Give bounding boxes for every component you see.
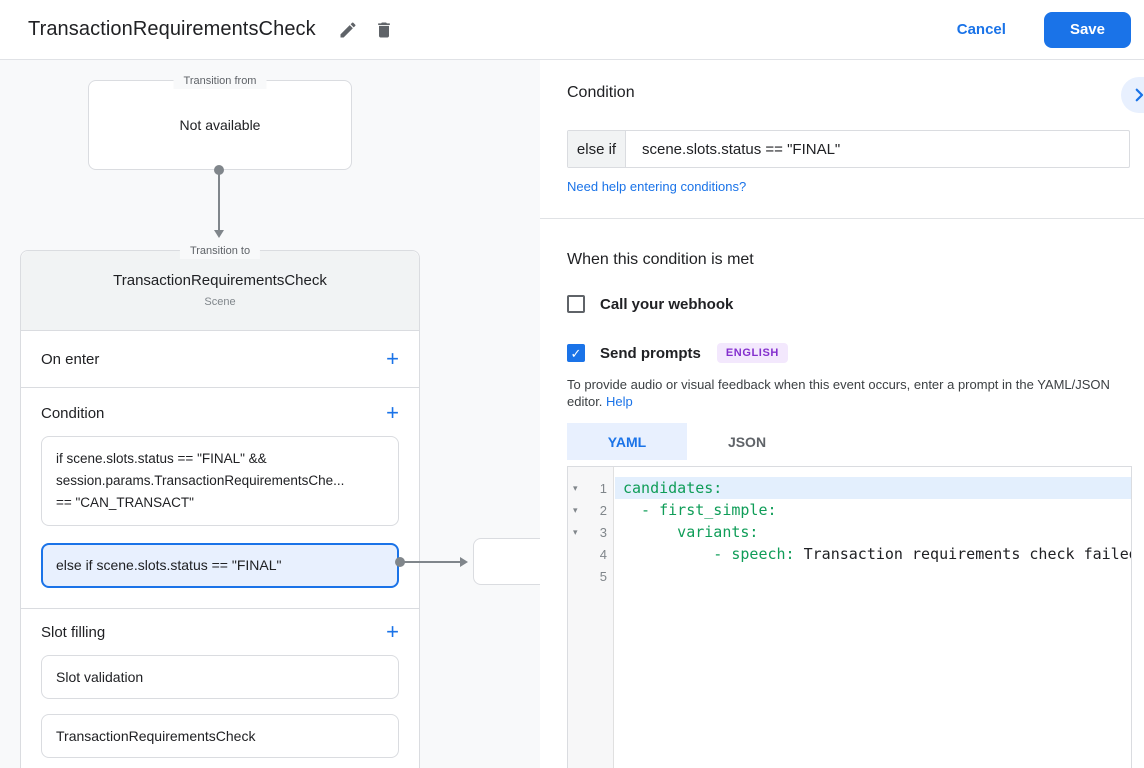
slot-filling-section: Slot filling + Slot validation Transacti…: [21, 609, 419, 758]
slot-filling-title: Slot filling: [41, 623, 106, 641]
condition-section: Condition + if scene.slots.status == "FI…: [21, 388, 419, 609]
gutter-cell: ▾ 3: [568, 525, 615, 540]
connector-arrowhead-right: [460, 557, 468, 567]
editor-line[interactable]: ▾ 3 variants:: [568, 521, 1131, 543]
panel-divider: [540, 218, 1144, 219]
yaml-value: Transaction requirements check failed: [794, 545, 1132, 563]
transition-target-node[interactable]: [473, 538, 540, 585]
line-number: 1: [599, 480, 607, 496]
gutter-cell: ▾ 5: [568, 569, 615, 584]
chevron-right-icon: [1135, 88, 1144, 102]
prompts-option-row: ✓ Send prompts ENGLISH: [567, 343, 788, 363]
connector-dot: [214, 165, 224, 175]
checkmark-icon: ✓: [570, 345, 582, 361]
line-number: 3: [599, 524, 607, 540]
tab-yaml[interactable]: YAML: [567, 423, 687, 460]
fold-toggle-icon[interactable]: ▾: [573, 526, 578, 537]
yaml-key: - first_simple:: [623, 501, 777, 519]
gutter-cell: ▾ 4: [568, 547, 615, 562]
flow-diagram-panel: Transition from Not available Transition…: [0, 60, 540, 768]
panel-title: Condition: [567, 84, 635, 101]
call-webhook-checkbox[interactable]: [567, 295, 585, 313]
top-bar: TransactionRequirementsCheck Cancel Save: [0, 0, 1144, 60]
condition-expression-input[interactable]: [626, 131, 1129, 167]
on-enter-title: On enter: [41, 350, 100, 368]
slot-item[interactable]: TransactionRequirementsCheck: [41, 714, 399, 758]
transition-from-legend: Transition from: [173, 73, 267, 89]
scene-card-header[interactable]: TransactionRequirementsCheck Scene: [21, 251, 419, 331]
connector-line-horizontal: [404, 561, 460, 563]
save-button[interactable]: Save: [1043, 11, 1131, 48]
send-prompts-label: Send prompts: [600, 344, 701, 362]
line-number: 4: [599, 546, 607, 562]
line-number: 2: [599, 502, 607, 518]
editor-line[interactable]: ▾ 2 - first_simple:: [568, 499, 1131, 521]
prompt-description: To provide audio or visual feedback when…: [567, 376, 1133, 410]
gutter-cell: ▾ 1: [568, 481, 615, 496]
delete-scene-button[interactable]: [366, 12, 402, 48]
code-line: variants:: [615, 521, 1131, 543]
editor-format-tabs: YAML JSON: [567, 423, 807, 460]
condition-section-header: Condition +: [21, 402, 419, 424]
code-line: candidates:: [615, 477, 1131, 499]
yaml-code-editor[interactable]: ▾ 1 candidates: ▾ 2 - first_simple: ▾: [567, 466, 1132, 768]
cancel-button[interactable]: Cancel: [945, 13, 1018, 46]
connector-dot: [395, 557, 405, 567]
add-on-enter-button[interactable]: +: [382, 348, 403, 370]
condition-detail-panel: Condition else if Need help entering con…: [540, 60, 1144, 768]
on-enter-section: On enter +: [21, 331, 419, 388]
language-badge: ENGLISH: [716, 343, 788, 363]
code-line: - speech: Transaction requirements check…: [615, 543, 1132, 565]
fold-toggle-icon[interactable]: ▾: [573, 482, 578, 493]
pencil-icon: [340, 21, 356, 37]
transition-to-legend: Transition to: [179, 243, 261, 259]
webhook-option-row: Call your webhook: [567, 295, 733, 313]
condition-item-line: if scene.slots.status == "FINAL" &&: [56, 451, 267, 466]
trash-icon: [377, 22, 390, 37]
scene-card: Transition to TransactionRequirementsChe…: [20, 243, 420, 768]
editor-gutter: [568, 467, 614, 768]
transition-from-value: Not available: [179, 117, 261, 133]
conditions-help-link[interactable]: Need help entering conditions?: [567, 179, 747, 194]
collapse-panel-button[interactable]: [1121, 77, 1144, 113]
prompt-help-link[interactable]: Help: [606, 394, 633, 409]
condition-item-line: session.params.TransactionRequirementsCh…: [56, 473, 345, 488]
add-condition-button[interactable]: +: [382, 402, 403, 424]
connector-line-vertical: [218, 172, 220, 230]
scene-type-label: Scene: [204, 296, 236, 308]
condition-item-selected[interactable]: else if scene.slots.status == "FINAL": [41, 543, 399, 588]
condition-item-line: else if scene.slots.status == "FINAL": [56, 557, 282, 573]
yaml-key: candidates:: [623, 479, 723, 497]
slot-filling-header: Slot filling +: [21, 621, 419, 643]
condition-section-title: Condition: [41, 404, 105, 422]
editor-line[interactable]: ▾ 5: [568, 565, 1131, 587]
prompt-description-text: To provide audio or visual feedback when…: [567, 377, 1110, 409]
scene-name: TransactionRequirementsCheck: [113, 272, 327, 289]
condition-item-line: == "CAN_TRANSACT": [56, 495, 194, 510]
yaml-key: - speech:: [623, 545, 795, 563]
send-prompts-checkbox[interactable]: ✓: [567, 344, 585, 362]
gutter-cell: ▾ 2: [568, 503, 615, 518]
yaml-key: variants:: [623, 523, 759, 541]
condition-item[interactable]: if scene.slots.status == "FINAL" && sess…: [41, 436, 399, 526]
page-title: TransactionRequirementsCheck: [28, 18, 316, 40]
line-number: 5: [599, 568, 607, 584]
editor-line[interactable]: ▾ 4 - speech: Transaction requirements c…: [568, 543, 1131, 565]
tab-json[interactable]: JSON: [687, 423, 807, 460]
condition-expression-group: else if: [567, 130, 1130, 168]
call-webhook-label: Call your webhook: [600, 295, 734, 313]
code-line: - first_simple:: [615, 499, 1131, 521]
transition-from-node: Transition from Not available: [88, 73, 352, 170]
connector-arrowhead-down: [214, 230, 224, 238]
editor-rows: ▾ 1 candidates: ▾ 2 - first_simple: ▾: [568, 477, 1131, 587]
edit-scene-button[interactable]: [330, 12, 366, 48]
editor-line[interactable]: ▾ 1 candidates:: [568, 477, 1131, 499]
slot-item[interactable]: Slot validation: [41, 655, 399, 699]
condition-prefix-label: else if: [568, 131, 626, 167]
when-condition-met-title: When this condition is met: [567, 251, 754, 268]
add-slot-button[interactable]: +: [382, 621, 403, 643]
fold-toggle-icon[interactable]: ▾: [573, 504, 578, 515]
